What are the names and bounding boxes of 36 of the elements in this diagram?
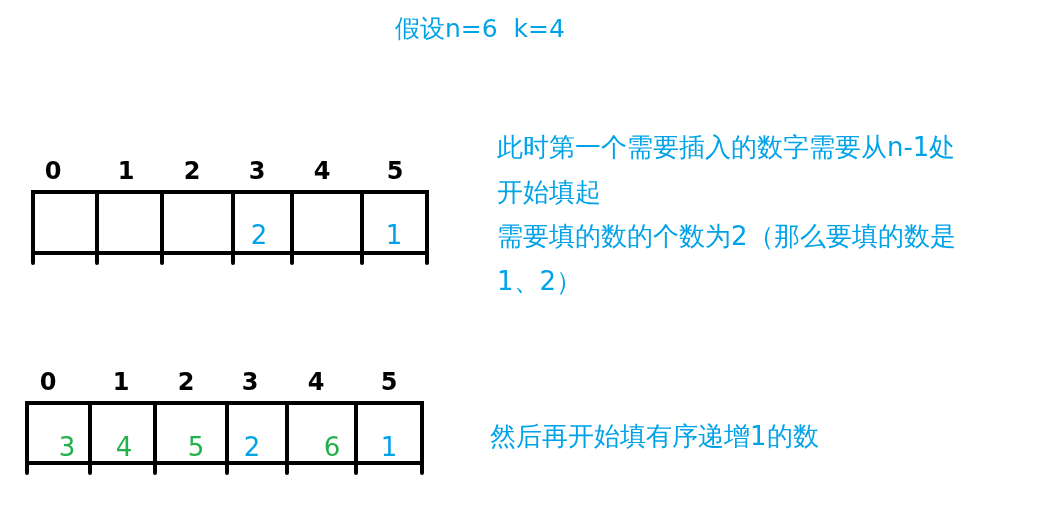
array-cell (354, 401, 424, 465)
cell-value: 1 (380, 433, 398, 463)
cell-value: 6 (323, 433, 341, 463)
array-cell (95, 190, 160, 255)
array-cell (225, 401, 285, 465)
index-label: 0 (44, 158, 62, 186)
cell-value: 5 (187, 433, 205, 463)
array-cell (31, 190, 95, 255)
array-cell (160, 190, 231, 255)
index-label: 5 (386, 158, 404, 186)
index-label: 1 (112, 369, 130, 397)
cell-value: 2 (250, 221, 268, 251)
index-label: 0 (39, 369, 57, 397)
array-cell (285, 401, 354, 465)
cell-value: 2 (243, 433, 261, 463)
array-cell (88, 401, 153, 465)
array-cell (25, 401, 88, 465)
array-cell (231, 190, 290, 255)
index-label: 2 (177, 369, 195, 397)
note-text: 此时第一个需要插入的数字需要从n-1处开始填起 (497, 131, 957, 209)
note-text: 然后再开始填有序递增1的数 (490, 420, 820, 453)
array-cell (153, 401, 225, 465)
index-label: 1 (117, 158, 135, 186)
index-label: 2 (183, 158, 201, 186)
index-label: 4 (313, 158, 331, 186)
cell-value: 4 (115, 433, 133, 463)
index-label: 4 (307, 369, 325, 397)
index-label: 5 (380, 369, 398, 397)
index-label: 3 (241, 369, 259, 397)
cell-value: 1 (385, 221, 403, 251)
array-cell (360, 190, 429, 255)
cell-value: 3 (58, 433, 76, 463)
note-text: 需要填的数的个数为2（那么要填的数是1、2） (497, 220, 957, 298)
array-cell (290, 190, 360, 255)
title: 假设n=6 k=4 (395, 14, 565, 44)
index-label: 3 (248, 158, 266, 186)
